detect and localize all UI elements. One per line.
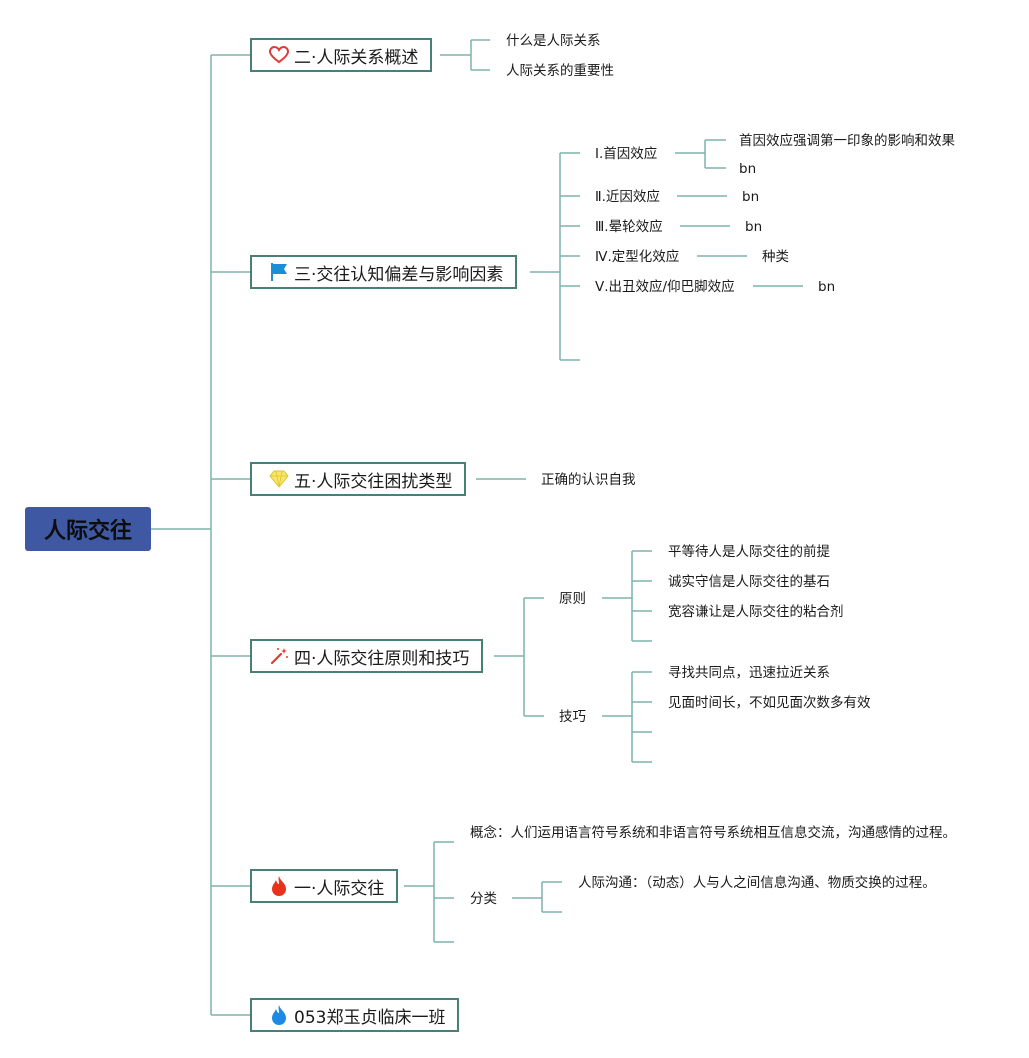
subtopic-concept[interactable]: 概念：人们运用语言符号系统和非语言符号系统相互信息交流，沟通感情的过程。 [470, 825, 956, 841]
leaf-skill-common-ground[interactable]: 寻找共同点，迅速拉近关系 [668, 665, 830, 681]
leaf-primacy-bn[interactable]: bn [739, 161, 757, 177]
root-topic[interactable]: 人际交往 [25, 507, 151, 551]
topic-label: 三·交往认知偏差与影响因素 [294, 264, 504, 285]
subtopic-recency-effect[interactable]: Ⅱ.近因效应 [595, 189, 660, 205]
topic-label: 053郑玉贞临床一班 [294, 1007, 446, 1028]
subtopic-principles[interactable]: 原则 [559, 591, 586, 607]
fire-icon [268, 875, 290, 897]
subtopic-know-yourself[interactable]: 正确的认识自我 [541, 472, 636, 488]
topic-principles-skills[interactable]: 四·人际交往原则和技巧 [250, 639, 484, 673]
topic-cognitive-bias[interactable]: 三·交往认知偏差与影响因素 [250, 255, 518, 289]
subtopic-importance[interactable]: 人际关系的重要性 [506, 63, 614, 79]
leaf-recency-bn[interactable]: bn [742, 189, 760, 205]
leaf-stereotype-types[interactable]: 种类 [762, 249, 789, 265]
leaf-principle-honesty[interactable]: 诚实守信是人际交往的基石 [668, 574, 830, 590]
topic-interpersonal-troubles[interactable]: 五·人际交往困扰类型 [250, 462, 467, 496]
topic-label: 四·人际交往原则和技巧 [294, 648, 470, 669]
leaf-skill-frequent-meetings[interactable]: 见面时间长，不如见面次数多有效 [668, 695, 871, 711]
topic-label: 二·人际关系概述 [294, 47, 419, 68]
diamond-icon [268, 468, 290, 490]
magic-wand-icon [268, 645, 290, 667]
flag-icon [268, 261, 290, 283]
leaf-principle-tolerance[interactable]: 宽容谦让是人际交往的粘合剂 [668, 604, 844, 620]
topic-interpersonal-communication[interactable]: 一·人际交往 [250, 869, 399, 903]
subtopic-halo-effect[interactable]: Ⅲ.晕轮效应 [595, 219, 663, 235]
subtopic-what-is[interactable]: 什么是人际关系 [506, 33, 601, 49]
leaf-primacy-description[interactable]: 首因效应强调第一印象的影响和效果 [739, 133, 955, 149]
topic-label: 一·人际交往 [294, 878, 385, 899]
leaf-pratfall-bn[interactable]: bn [818, 279, 836, 295]
leaf-interpersonal-communication[interactable]: 人际沟通：（动态）人与人之间信息沟通、物质交换的过程。 [578, 875, 936, 891]
topic-author-class[interactable]: 053郑玉贞临床一班 [250, 998, 460, 1032]
topic-relationship-overview[interactable]: 二·人际关系概述 [250, 38, 433, 72]
topic-label: 五·人际交往困扰类型 [294, 471, 453, 492]
subtopic-classification[interactable]: 分类 [470, 891, 497, 907]
subtopic-skills[interactable]: 技巧 [559, 709, 586, 725]
water-drop-icon [268, 1004, 290, 1026]
heart-icon [268, 44, 290, 66]
subtopic-primacy-effect[interactable]: Ⅰ.首因效应 [595, 146, 658, 162]
leaf-principle-equality[interactable]: 平等待人是人际交往的前提 [668, 544, 830, 560]
subtopic-pratfall-effect[interactable]: Ⅴ.出丑效应/仰巴脚效应 [595, 279, 735, 295]
leaf-halo-bn[interactable]: bn [745, 219, 763, 235]
subtopic-stereotype-effect[interactable]: Ⅳ.定型化效应 [595, 249, 680, 265]
